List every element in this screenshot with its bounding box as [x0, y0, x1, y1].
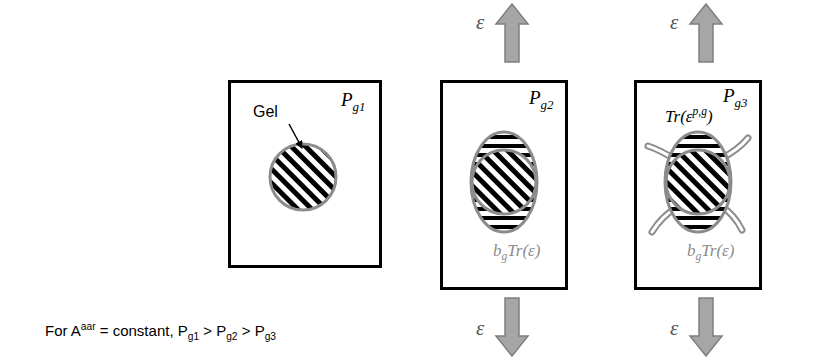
- specimen-box: Pg1Gel: [228, 80, 382, 268]
- pressure-label: Pg3: [723, 85, 748, 107]
- specimen-box: Pg2 bgTr(ε): [440, 80, 568, 290]
- expansion-label: bgTr(ε): [493, 241, 540, 261]
- gel-label: Gel: [253, 103, 278, 121]
- cracked-gel: [665, 132, 731, 232]
- strain-symbol: ε⃗: [670, 10, 695, 34]
- strain-symbol: ε⃗: [670, 316, 695, 340]
- leader-line: [289, 124, 302, 148]
- pressure-label: Pg1: [341, 89, 366, 111]
- strain-symbol: ε⃗: [476, 316, 501, 340]
- pressure-label: Pg2: [529, 87, 554, 109]
- note: For Aaar = constant, Pg1 > Pg2 > Pg3: [45, 322, 276, 339]
- expanded-gel: [471, 132, 537, 232]
- strain-symbol: ε⃗: [476, 10, 501, 34]
- expansion-label: bgTr(ε): [687, 241, 734, 261]
- gel-particle: [270, 144, 336, 210]
- specimen-box: Pg3Tr(εp,g) bgTr(ε): [634, 80, 762, 290]
- crack-label: Tr(εp,g): [665, 107, 713, 127]
- strain-arrows: [496, 4, 722, 356]
